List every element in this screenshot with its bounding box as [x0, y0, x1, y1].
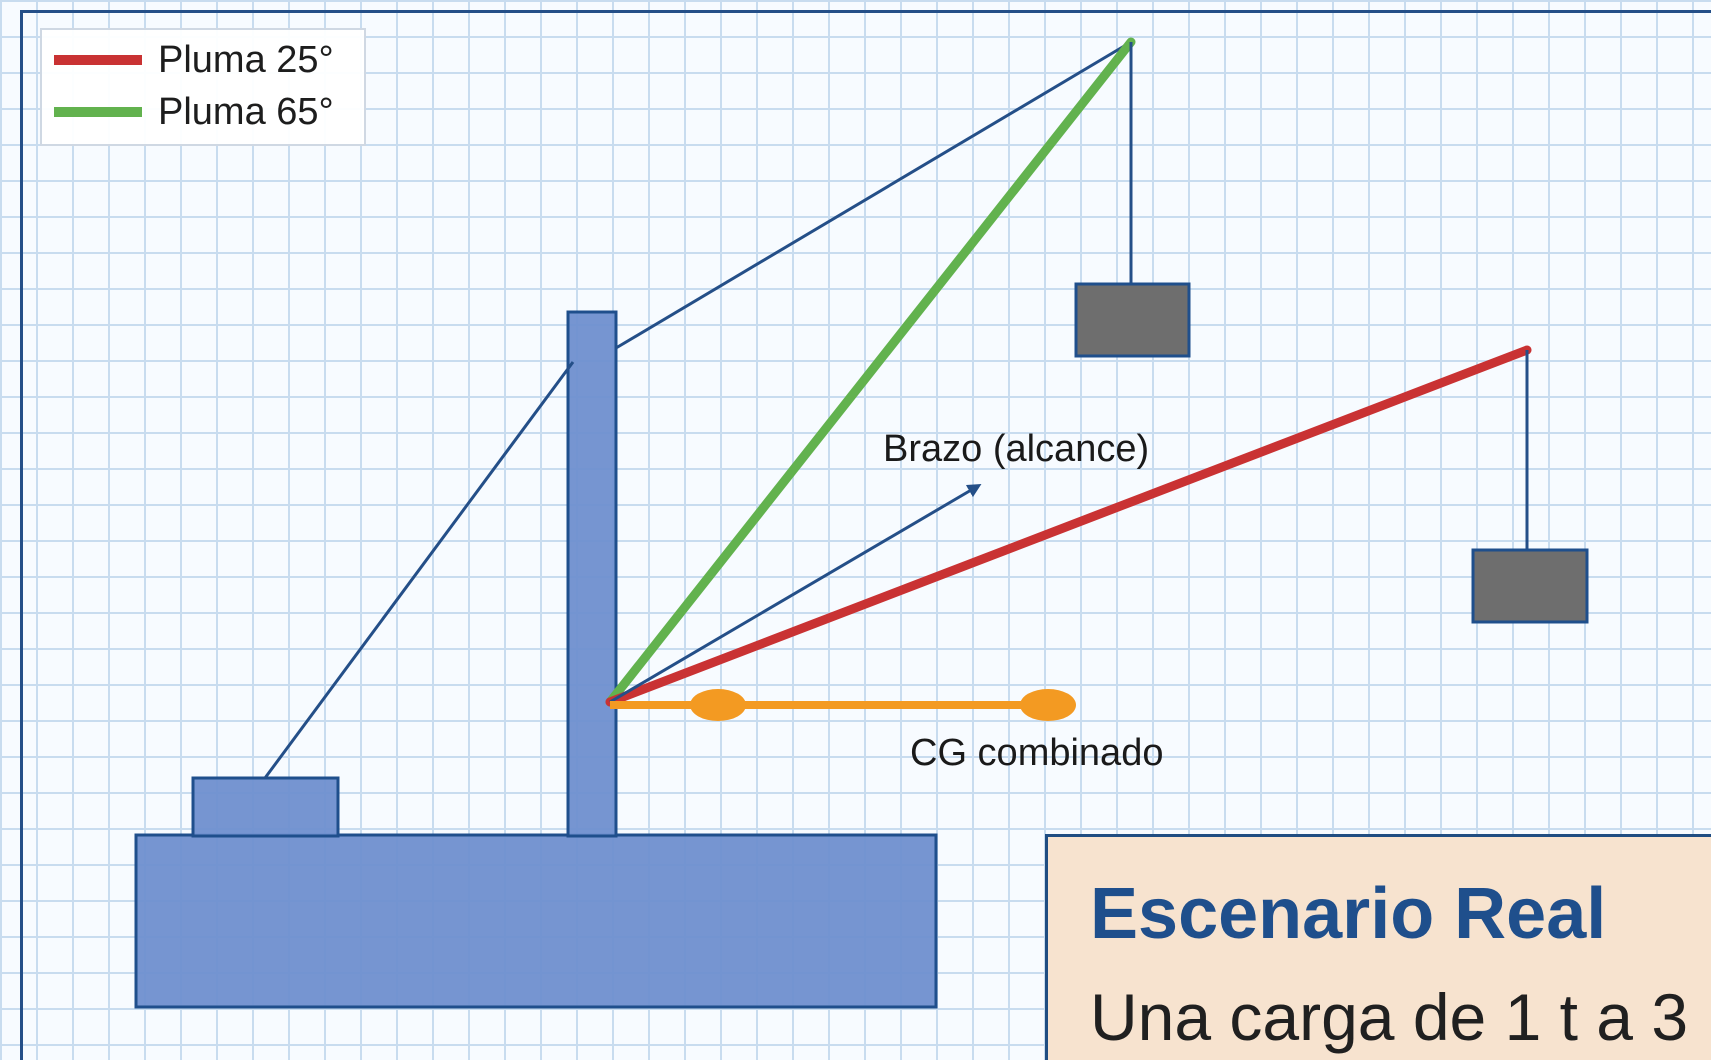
legend-swatch-pluma-25: [54, 55, 142, 65]
load-65: [1074, 282, 1191, 358]
boom-25-line: [605, 345, 1532, 707]
boom-65-line: [605, 37, 1136, 707]
crane-base: [134, 833, 938, 1009]
legend-item-pluma-25: Pluma 25°: [54, 34, 334, 86]
legend-label: Pluma 25°: [158, 38, 334, 81]
legend-item-pluma-65: Pluma 65°: [54, 86, 334, 138]
reach-label: Brazo (alcance): [883, 428, 1150, 470]
legend: Pluma 25° Pluma 65°: [40, 28, 366, 146]
legend-label: Pluma 65°: [158, 90, 334, 133]
legend-swatch-pluma-65: [54, 107, 142, 117]
counterweight-block: [191, 776, 340, 838]
crane-mast: [566, 310, 618, 838]
rear-stay-cable: [263, 361, 575, 779]
cg-point-left: [690, 689, 746, 721]
top-stay-cable: [615, 40, 1132, 350]
cg-label: CG combinado: [910, 732, 1164, 774]
reach-arrow: [609, 483, 982, 704]
scenario-text: Una carga de 1 t a 3: [1090, 980, 1689, 1054]
cg-point-right: [1020, 689, 1076, 721]
scenario-panel: Escenario Real Una carga de 1 t a 3: [1045, 834, 1711, 1060]
load-25: [1471, 548, 1589, 624]
scenario-title: Escenario Real: [1090, 874, 1607, 954]
